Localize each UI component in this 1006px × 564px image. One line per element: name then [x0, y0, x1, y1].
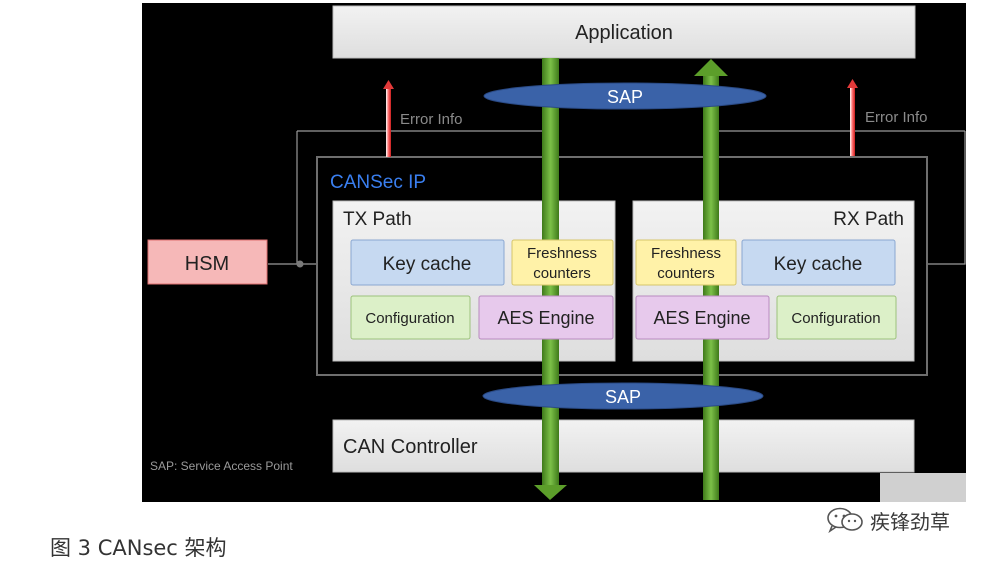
corner-patch	[880, 473, 966, 502]
sap-upper-ellipse: SAP	[483, 82, 767, 110]
rx-configuration-label: Configuration	[791, 310, 880, 327]
tx-aes-engine-block: AES Engine	[478, 295, 614, 340]
rx-configuration-block: Configuration	[776, 295, 897, 340]
sap-note: SAP: Service Access Point	[150, 459, 293, 473]
rx-path-title: RX Path	[833, 209, 904, 230]
hsm-label: HSM	[185, 253, 229, 275]
watermark-text: 疾锋劲草	[870, 509, 950, 534]
tx-configuration-label: Configuration	[365, 310, 454, 327]
application-label: Application	[575, 22, 673, 44]
tx-key-cache-block: Key cache	[350, 239, 505, 286]
hsm-junction-dot	[296, 260, 304, 268]
sap-lower-ellipse: SAP	[482, 382, 764, 410]
tx-freshness-block: Freshness counters	[511, 239, 614, 286]
watermark: 疾锋劲草	[826, 505, 986, 535]
tx-aes-engine-label: AES Engine	[497, 308, 594, 328]
tx-path-title: TX Path	[343, 209, 412, 230]
can-controller-box: CAN Controller	[332, 419, 915, 473]
rx-freshness-line2: counters	[657, 265, 715, 282]
rx-freshness-line1: Freshness	[651, 245, 721, 262]
tx-freshness-line2: counters	[533, 265, 591, 282]
application-box: Application	[332, 5, 916, 59]
figure-caption: 图 3 CANsec 架构	[50, 536, 227, 560]
tx-freshness-line1: Freshness	[527, 245, 597, 262]
wechat-logo-icon	[827, 507, 863, 533]
error-info-right-label: Error Info	[865, 109, 928, 126]
error-arrow-right	[847, 79, 858, 156]
error-arrow-left	[383, 80, 394, 157]
error-info-left-label: Error Info	[400, 111, 463, 128]
rx-aes-engine-block: AES Engine	[635, 295, 770, 340]
hsm-box: HSM	[147, 239, 268, 285]
tx-key-cache-label: Key cache	[383, 254, 472, 275]
cansec-ip-label: CANSec IP	[330, 172, 426, 193]
sap-upper-label: SAP	[607, 87, 643, 107]
tx-configuration-block: Configuration	[350, 295, 471, 340]
rx-key-cache-label: Key cache	[774, 254, 863, 275]
rx-freshness-block: Freshness counters	[635, 239, 737, 286]
can-controller-label: CAN Controller	[343, 436, 478, 458]
sap-lower-label: SAP	[605, 387, 641, 407]
rx-key-cache-block: Key cache	[741, 239, 896, 286]
rx-aes-engine-label: AES Engine	[653, 308, 750, 328]
